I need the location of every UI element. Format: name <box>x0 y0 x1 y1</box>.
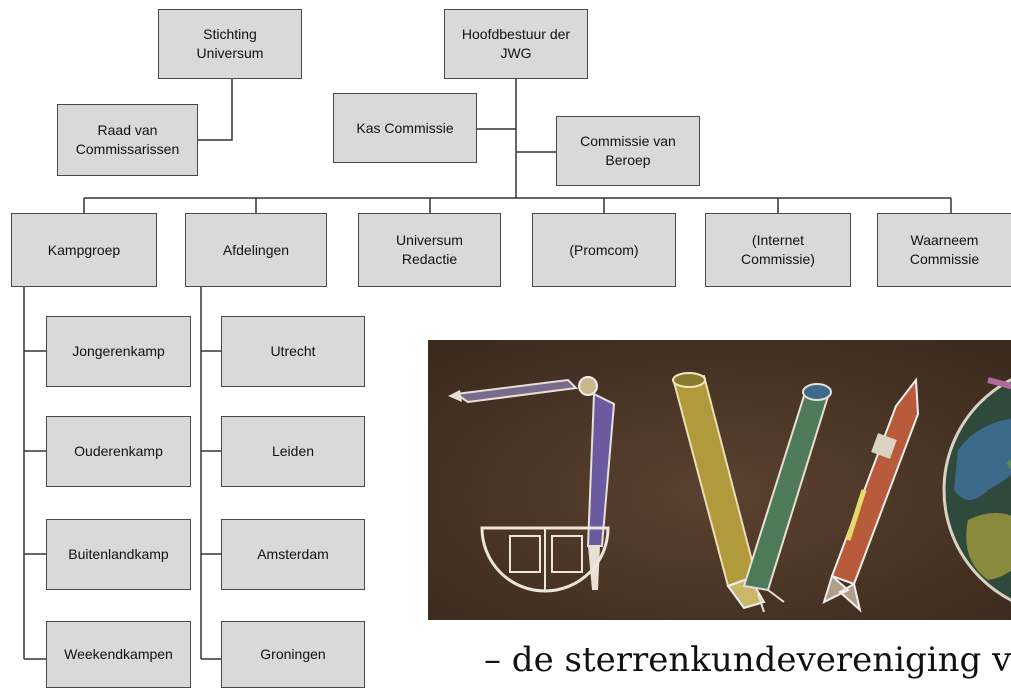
node-weekendkampen: Weekendkampen <box>46 621 191 688</box>
rocket-icon <box>822 377 920 613</box>
node-buitenlandkamp: Buitenlandkamp <box>46 519 191 590</box>
node-leiden: Leiden <box>221 416 365 487</box>
node-ouderenkamp: Ouderenkamp <box>46 416 191 487</box>
planet-icon <box>942 377 1011 602</box>
telescope-icon <box>672 372 832 613</box>
node-internet-commissie: (Internet Commissie) <box>705 213 851 287</box>
node-kampgroep: Kampgroep <box>11 213 157 287</box>
node-groningen: Groningen <box>221 621 365 688</box>
protractor-icon <box>480 526 610 593</box>
node-hoofdbestuur: Hoofdbestuur der JWG <box>444 9 588 79</box>
jwg-chalk-logo-image <box>428 340 1011 620</box>
node-waarneem-commissie: Waarneem Commissie <box>877 213 1011 287</box>
node-universum-redactie: Universum Redactie <box>358 213 501 287</box>
node-utrecht: Utrecht <box>221 316 365 387</box>
node-kas-commissie: Kas Commissie <box>333 93 477 163</box>
compass-icon <box>448 376 616 590</box>
node-commissie-van-beroep: Commissie van Beroep <box>556 116 700 186</box>
node-promcom: (Promcom) <box>532 213 676 287</box>
node-afdelingen: Afdelingen <box>185 213 327 287</box>
tagline-text: – de sterrenkundevereniging v <box>484 640 1011 680</box>
node-stichting-universum: Stichting Universum <box>158 9 302 79</box>
node-amsterdam: Amsterdam <box>221 519 365 590</box>
node-jongerenkamp: Jongerenkamp <box>46 316 191 387</box>
node-raad-van-commissarissen: Raad van Commissarissen <box>57 104 198 176</box>
